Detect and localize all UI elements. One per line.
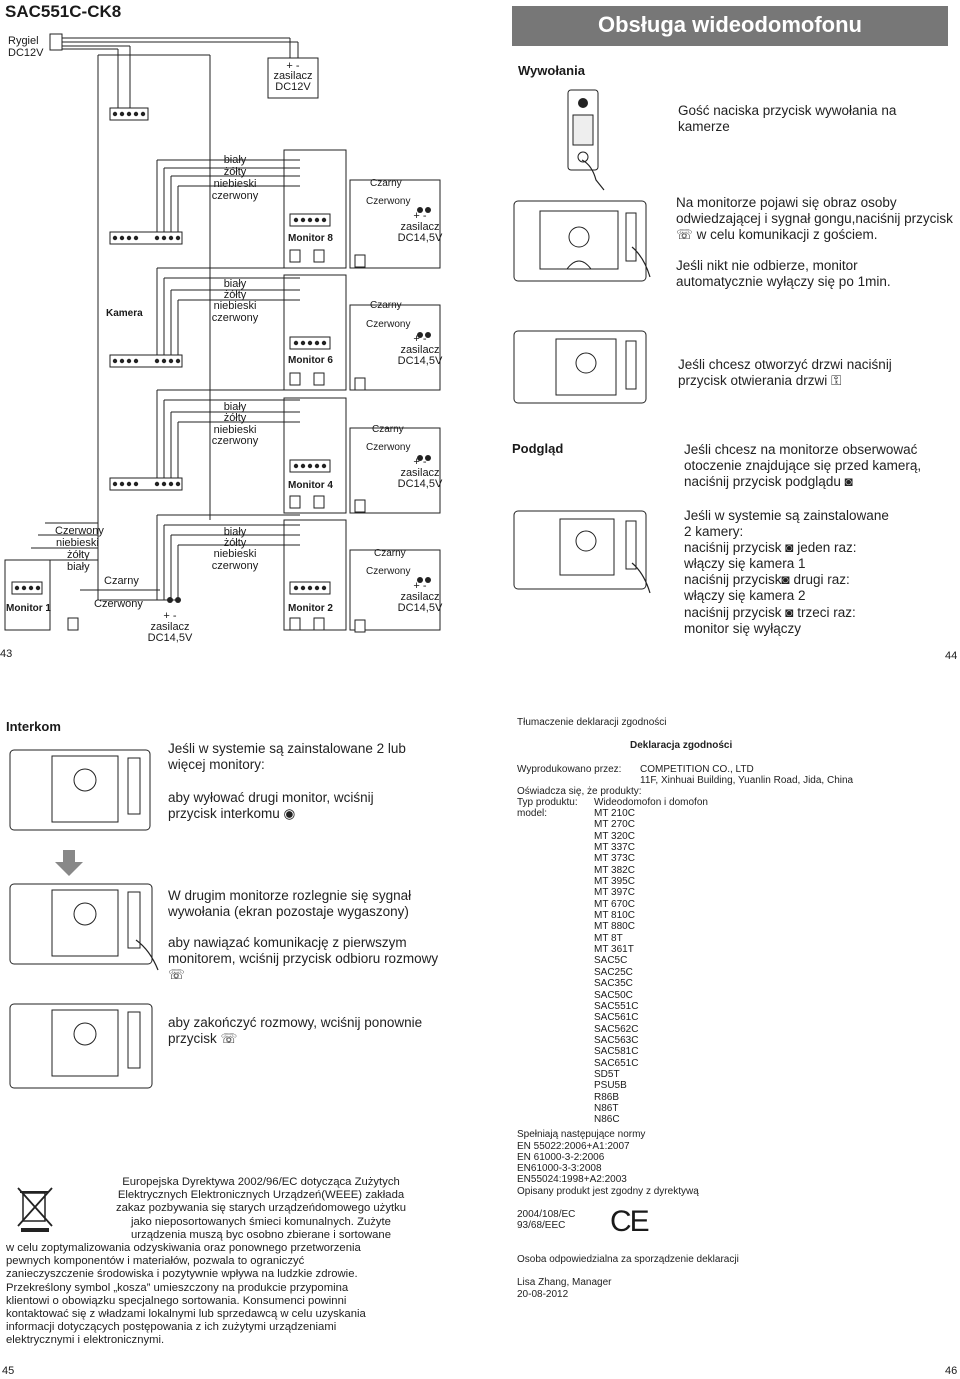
model-item: MT 810C xyxy=(594,910,635,922)
model-item: N86T xyxy=(594,1102,619,1114)
responsible-person: Lisa Zhang, Manager xyxy=(517,1277,612,1288)
model-item: SAC651C xyxy=(594,1057,639,1069)
intercom-1: Jeśli w systemie są zainstalowane 2 lub … xyxy=(168,741,406,772)
page-number: 45 xyxy=(2,1365,15,1377)
talk-icon: ☏ xyxy=(168,967,185,982)
manufacturer: COMPETITION CO., LTD xyxy=(640,764,754,775)
intercom-5: aby zakończyć rozmowy, wciśnij ponownie … xyxy=(168,1015,423,1046)
model-item: SAC551C xyxy=(594,1000,639,1012)
ce-mark-icon: CE xyxy=(610,1205,650,1238)
manufacturer-address: 11F, Xinhuai Building, Yuanlin Road, Jid… xyxy=(640,775,854,786)
responsible-person-label: Osoba odpowiedzialna za sporządzenie dek… xyxy=(517,1254,739,1265)
key-icon: ⚿ xyxy=(831,373,842,388)
model-item: SD5T xyxy=(594,1068,620,1080)
instruction-cameras: Jeśli w systemie są zainstalowane 2 kame… xyxy=(684,508,889,636)
product-type: Wideodomofon i domofon xyxy=(594,797,708,808)
declare-text: Oświadcza się, że produkty: xyxy=(517,786,642,797)
camera-icon: ◙ xyxy=(785,604,794,620)
monitor-icon xyxy=(9,749,151,831)
wiring-diagram xyxy=(4,33,441,633)
crossed-bin-icon xyxy=(17,1187,53,1232)
monitor-icon xyxy=(513,200,651,282)
model-item: MT 361T xyxy=(594,944,634,956)
model-item: MT 670C xyxy=(594,898,635,910)
model-item: SAC35C xyxy=(594,978,633,990)
model-item: MT 8T xyxy=(594,932,623,944)
declaration-date: 20-08-2012 xyxy=(517,1289,569,1300)
instruction-call-1: Gość naciska przycisk wywołania na kamer… xyxy=(678,103,897,134)
intercom-3: W drugim monitorze rozlegnie się sygnał … xyxy=(168,888,412,919)
model-item: SAC561C xyxy=(594,1012,639,1024)
model-item: MT 395C xyxy=(594,876,635,888)
lock-label: Rygiel xyxy=(8,35,39,47)
model-item: SAC50C xyxy=(594,989,633,1001)
page-number: 43 xyxy=(0,648,13,660)
made-by-label: Wyprodukowano przez: xyxy=(517,764,622,775)
model-item: PSU5B xyxy=(594,1080,627,1092)
section-banner: Obsługa wideodomofonu xyxy=(512,6,948,46)
translation-note: Tłumaczenie deklaracji zgodności xyxy=(517,717,667,728)
model-item: MT 382C xyxy=(594,864,635,876)
monitor-icon xyxy=(9,1003,153,1089)
page-title: SAC551C-CK8 xyxy=(5,2,122,21)
type-label: Typ produktu: xyxy=(517,797,578,808)
model-item: SAC5C xyxy=(594,955,628,967)
top-psu-polarity: + - xyxy=(286,60,300,72)
model-item: MT 337C xyxy=(594,842,635,854)
model-item: MT 373C xyxy=(594,853,635,865)
model-item: SAC563C xyxy=(594,1034,639,1046)
instruction-call-2: Na monitorze pojawi się obraz osoby odwi… xyxy=(676,195,953,242)
instruction-preview: Jeśli chcesz na monitorze obserwować oto… xyxy=(684,442,922,489)
monitor-icon xyxy=(9,883,159,971)
monitor-icon xyxy=(513,330,647,404)
model-item: SAC25C xyxy=(594,966,633,978)
intercom-4: aby nawiązać komunikację z pierwszym mon… xyxy=(168,935,439,982)
model-item: MT 880C xyxy=(594,921,635,933)
intercom-icon: ◉ xyxy=(283,806,296,821)
model-item: R86B xyxy=(594,1091,620,1103)
camera-icon: ◙ xyxy=(781,572,790,588)
model-item: MT 270C xyxy=(594,819,635,831)
camera-label: Kamera xyxy=(106,308,143,319)
instruction-door-open: Jeśli chcesz otworzyć drzwi naciśnij prz… xyxy=(678,357,892,388)
model-item: SAC581C xyxy=(594,1046,639,1058)
model-label: model: xyxy=(517,808,548,819)
lock-voltage: DC12V xyxy=(8,47,44,59)
camera-icon: ◙ xyxy=(785,540,794,556)
model-item: SAC562C xyxy=(594,1023,639,1035)
talk-icon: ☏ xyxy=(676,227,693,242)
declaration-title: Deklaracja zgodności xyxy=(630,740,733,751)
norms-title: Spełniają następujące normy xyxy=(517,1129,646,1140)
instruction-call-3: Jeśli nikt nie odbierze, monitor automat… xyxy=(676,258,891,289)
model-item: MT 210C xyxy=(594,808,635,819)
section-calls: Wywołania xyxy=(518,63,585,78)
top-psu-label: zasilacz xyxy=(273,70,313,82)
talk-icon: ☏ xyxy=(220,1031,238,1046)
top-psu-voltage: DC12V xyxy=(275,81,311,93)
door-station-icon xyxy=(567,89,605,191)
intercom-2: aby wyłować drugi monitor, wciśnij przyc… xyxy=(168,790,374,821)
page-number: 44 xyxy=(945,650,958,662)
monitor-icon xyxy=(513,510,651,594)
section-preview: Podgląd xyxy=(512,441,564,456)
down-arrow-icon xyxy=(55,850,83,876)
model-item: N86C xyxy=(594,1114,620,1126)
model-item: MT 397C xyxy=(594,887,635,899)
conform-text: Opisany produkt jest zgodny z dyrektywą xyxy=(517,1186,699,1197)
weee-notice: Europejska Dyrektywa 2002/96/EC dotycząc… xyxy=(6,1176,407,1347)
camera-icon: ◙ xyxy=(844,474,853,489)
model-item: MT 320C xyxy=(594,830,635,842)
section-intercom: Interkom xyxy=(6,719,61,734)
page-number: 46 xyxy=(945,1365,958,1377)
